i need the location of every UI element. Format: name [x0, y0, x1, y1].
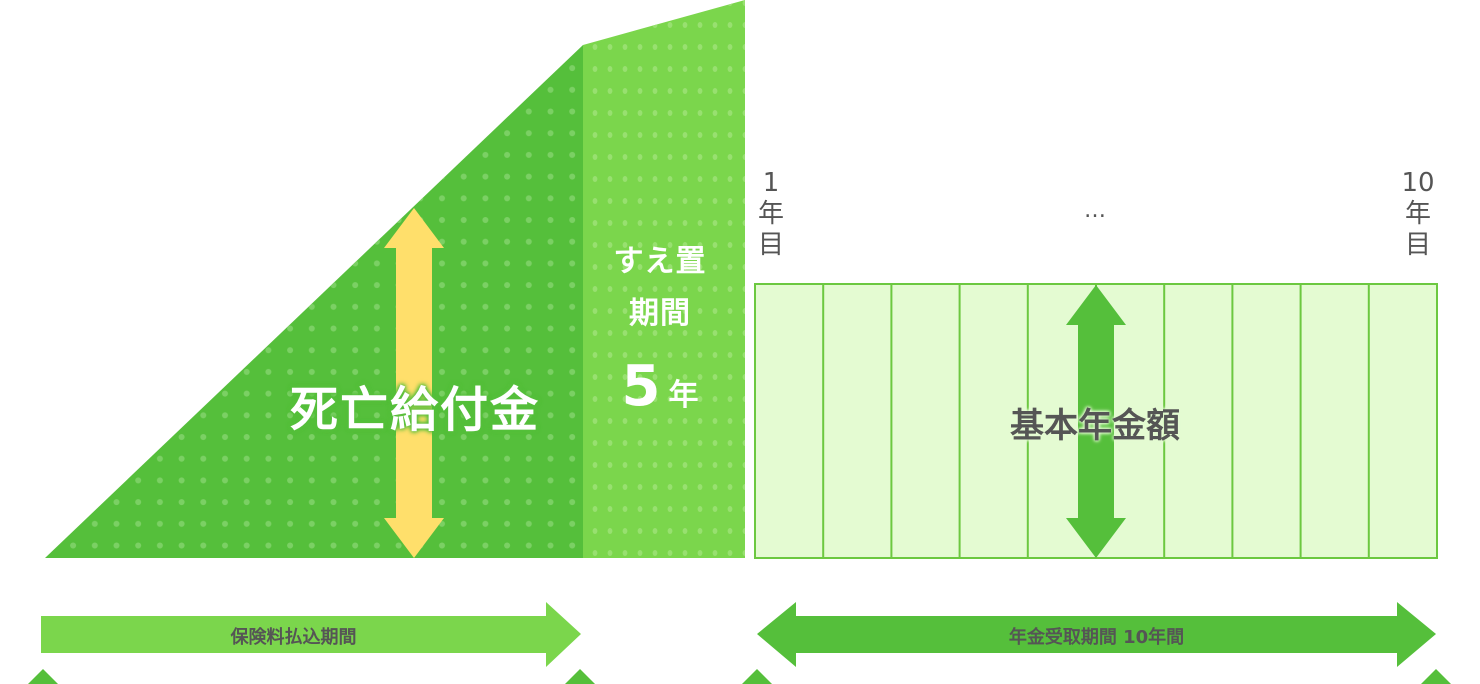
deferral-label-line2: 期間 [629, 296, 691, 331]
timeline-markers [28, 669, 1451, 684]
marker-icon [28, 669, 58, 684]
last-year-char2: 目 [1404, 230, 1431, 260]
pension-receipt-period-label: 年金受取期間 10年間 [1008, 627, 1185, 648]
last-year-char1: 年 [1404, 199, 1431, 229]
marker-icon [565, 669, 595, 684]
deferral-years-number: 5 [621, 354, 661, 419]
death-benefit-area [45, 45, 583, 558]
death-benefit-label: 死亡給付金 [289, 382, 540, 438]
marker-icon [1421, 669, 1451, 684]
deferral-period-area [583, 0, 745, 558]
deferral-label-line1: すえ置 [613, 244, 707, 279]
premium-payment-period-arrow-icon [41, 602, 581, 667]
premium-payment-period-label: 保険料払込期間 [230, 627, 357, 648]
deferral-years-unit: 年 [668, 378, 699, 413]
pension-amount-label: 基本年金額 [1010, 406, 1180, 446]
death-benefit-double-arrow-icon [384, 208, 444, 558]
pension-amount-double-arrow-icon [1066, 285, 1126, 558]
first-year-label: 1 年 目 [746, 168, 796, 261]
first-year-char1: 年 [757, 199, 784, 229]
marker-icon [742, 669, 772, 684]
timeline-ellipsis: … [1084, 198, 1106, 223]
pension-receipt-period-arrow-icon [757, 602, 1436, 667]
last-year-label: 10 年 目 [1393, 168, 1443, 261]
first-year-number: 1 [762, 168, 780, 198]
last-year-number: 10 [1401, 168, 1435, 198]
first-year-char2: 目 [757, 230, 784, 260]
